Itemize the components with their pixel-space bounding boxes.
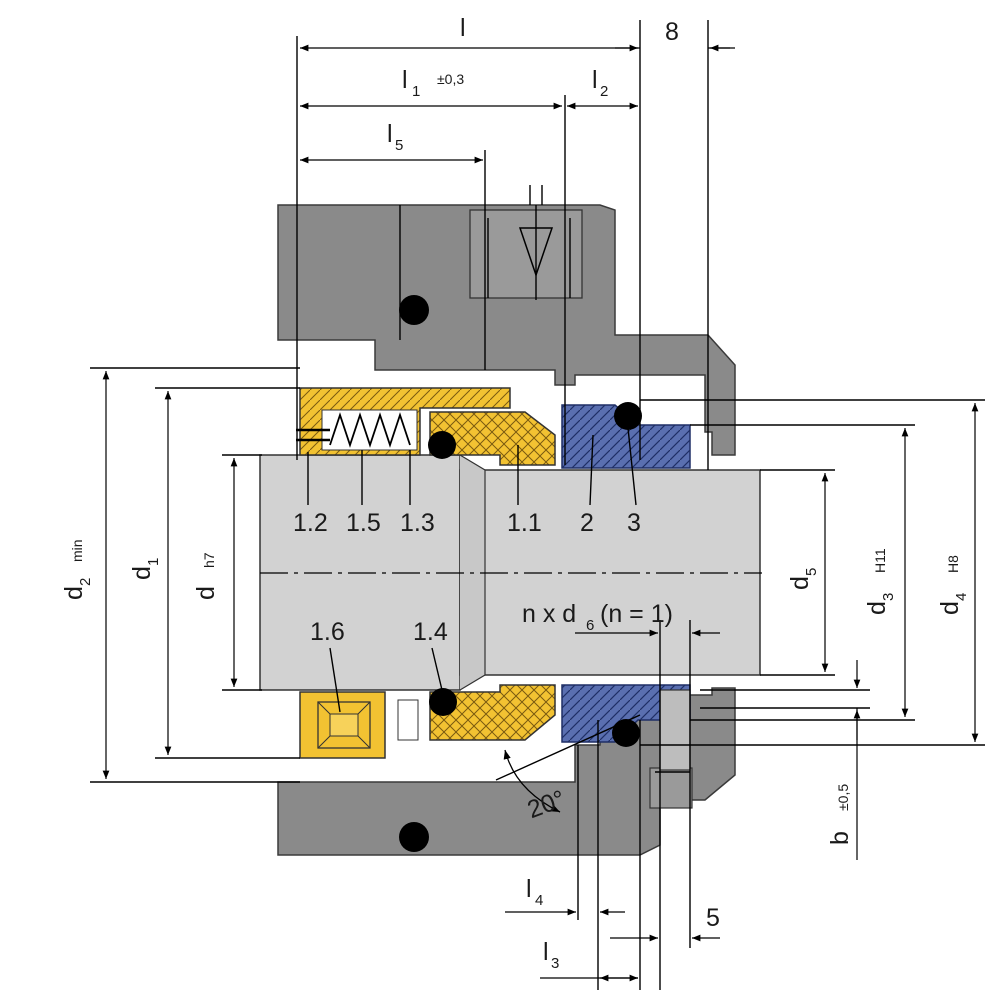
housing-o-ring-lower [399, 822, 429, 852]
svg-text:d: d [60, 586, 88, 600]
part-1-5-spring [329, 412, 411, 448]
label-l2: l [592, 66, 598, 94]
svg-text:4: 4 [953, 593, 970, 601]
part-1-1-seal-face-lower [429, 684, 556, 741]
label-l4: l [526, 875, 532, 903]
label-l5-sub: 5 [395, 137, 403, 154]
svg-text:H8: H8 [945, 555, 961, 573]
svg-text:n x d: n x d [522, 600, 576, 628]
svg-text:2: 2 [77, 578, 94, 586]
svg-text:(n = 1): (n = 1) [600, 600, 673, 628]
part-3-o-ring-upper [614, 402, 642, 430]
svg-text:1: 1 [145, 558, 162, 566]
label-l4-sub: 4 [535, 892, 543, 909]
svg-text:d: d [786, 576, 814, 590]
svg-text:3: 3 [880, 593, 897, 601]
svg-text:d: d [863, 601, 891, 615]
angle-arc [503, 749, 561, 813]
svg-text:5: 5 [803, 568, 820, 576]
svg-text:h7: h7 [201, 552, 217, 568]
label-l3: l [543, 938, 549, 966]
svg-text:6: 6 [586, 617, 594, 634]
label-part-1-5: 1.5 [346, 509, 381, 537]
housing-o-ring-upper [399, 295, 429, 325]
part-3-o-ring-lower [612, 719, 640, 747]
svg-text:d: d [128, 566, 156, 580]
label-8: 8 [665, 18, 679, 46]
label-d2-min: d 2 min [60, 539, 94, 600]
label-l1: l [402, 66, 408, 94]
label-part-2: 2 [580, 509, 594, 537]
label-part-1-6: 1.6 [310, 618, 345, 646]
svg-text:d: d [936, 601, 964, 615]
label-part-3: 3 [627, 509, 641, 537]
label-d3-h11: d 3 H11 [863, 548, 897, 615]
svg-text:min: min [69, 539, 85, 562]
part-1-3-o-ring [428, 431, 456, 459]
svg-text:d: d [192, 586, 220, 600]
label-b-tol: b ±0,5 [826, 784, 854, 845]
label-l: l [460, 14, 466, 42]
label-d1: d 1 [128, 558, 162, 580]
label-d4-h8: d 4 H8 [936, 555, 970, 615]
label-l2-sub: 2 [600, 83, 608, 100]
label-l1-tol: ±0,3 [437, 71, 464, 87]
part-1-4-o-ring [429, 688, 457, 716]
label-l5: l [387, 120, 393, 148]
label-part-1-4: 1.4 [413, 618, 448, 646]
svg-text:H11: H11 [872, 548, 888, 573]
label-l1-sub: 1 [412, 83, 420, 100]
housing-upper [277, 204, 736, 456]
label-n-x-d6: n x d 6 (n = 1) [522, 600, 673, 634]
label-part-1-2: 1.2 [293, 509, 328, 537]
label-part-1-1: 1.1 [507, 509, 542, 537]
screw-pocket-lower [649, 767, 693, 809]
label-5: 5 [706, 904, 720, 932]
svg-text:±0,5: ±0,5 [835, 784, 851, 811]
label-d-h7: d h7 [192, 552, 220, 600]
label-l3-sub: 3 [551, 955, 559, 972]
svg-text:b: b [826, 831, 854, 845]
label-part-1-3: 1.3 [400, 509, 435, 537]
label-d5: d 5 [786, 568, 820, 590]
